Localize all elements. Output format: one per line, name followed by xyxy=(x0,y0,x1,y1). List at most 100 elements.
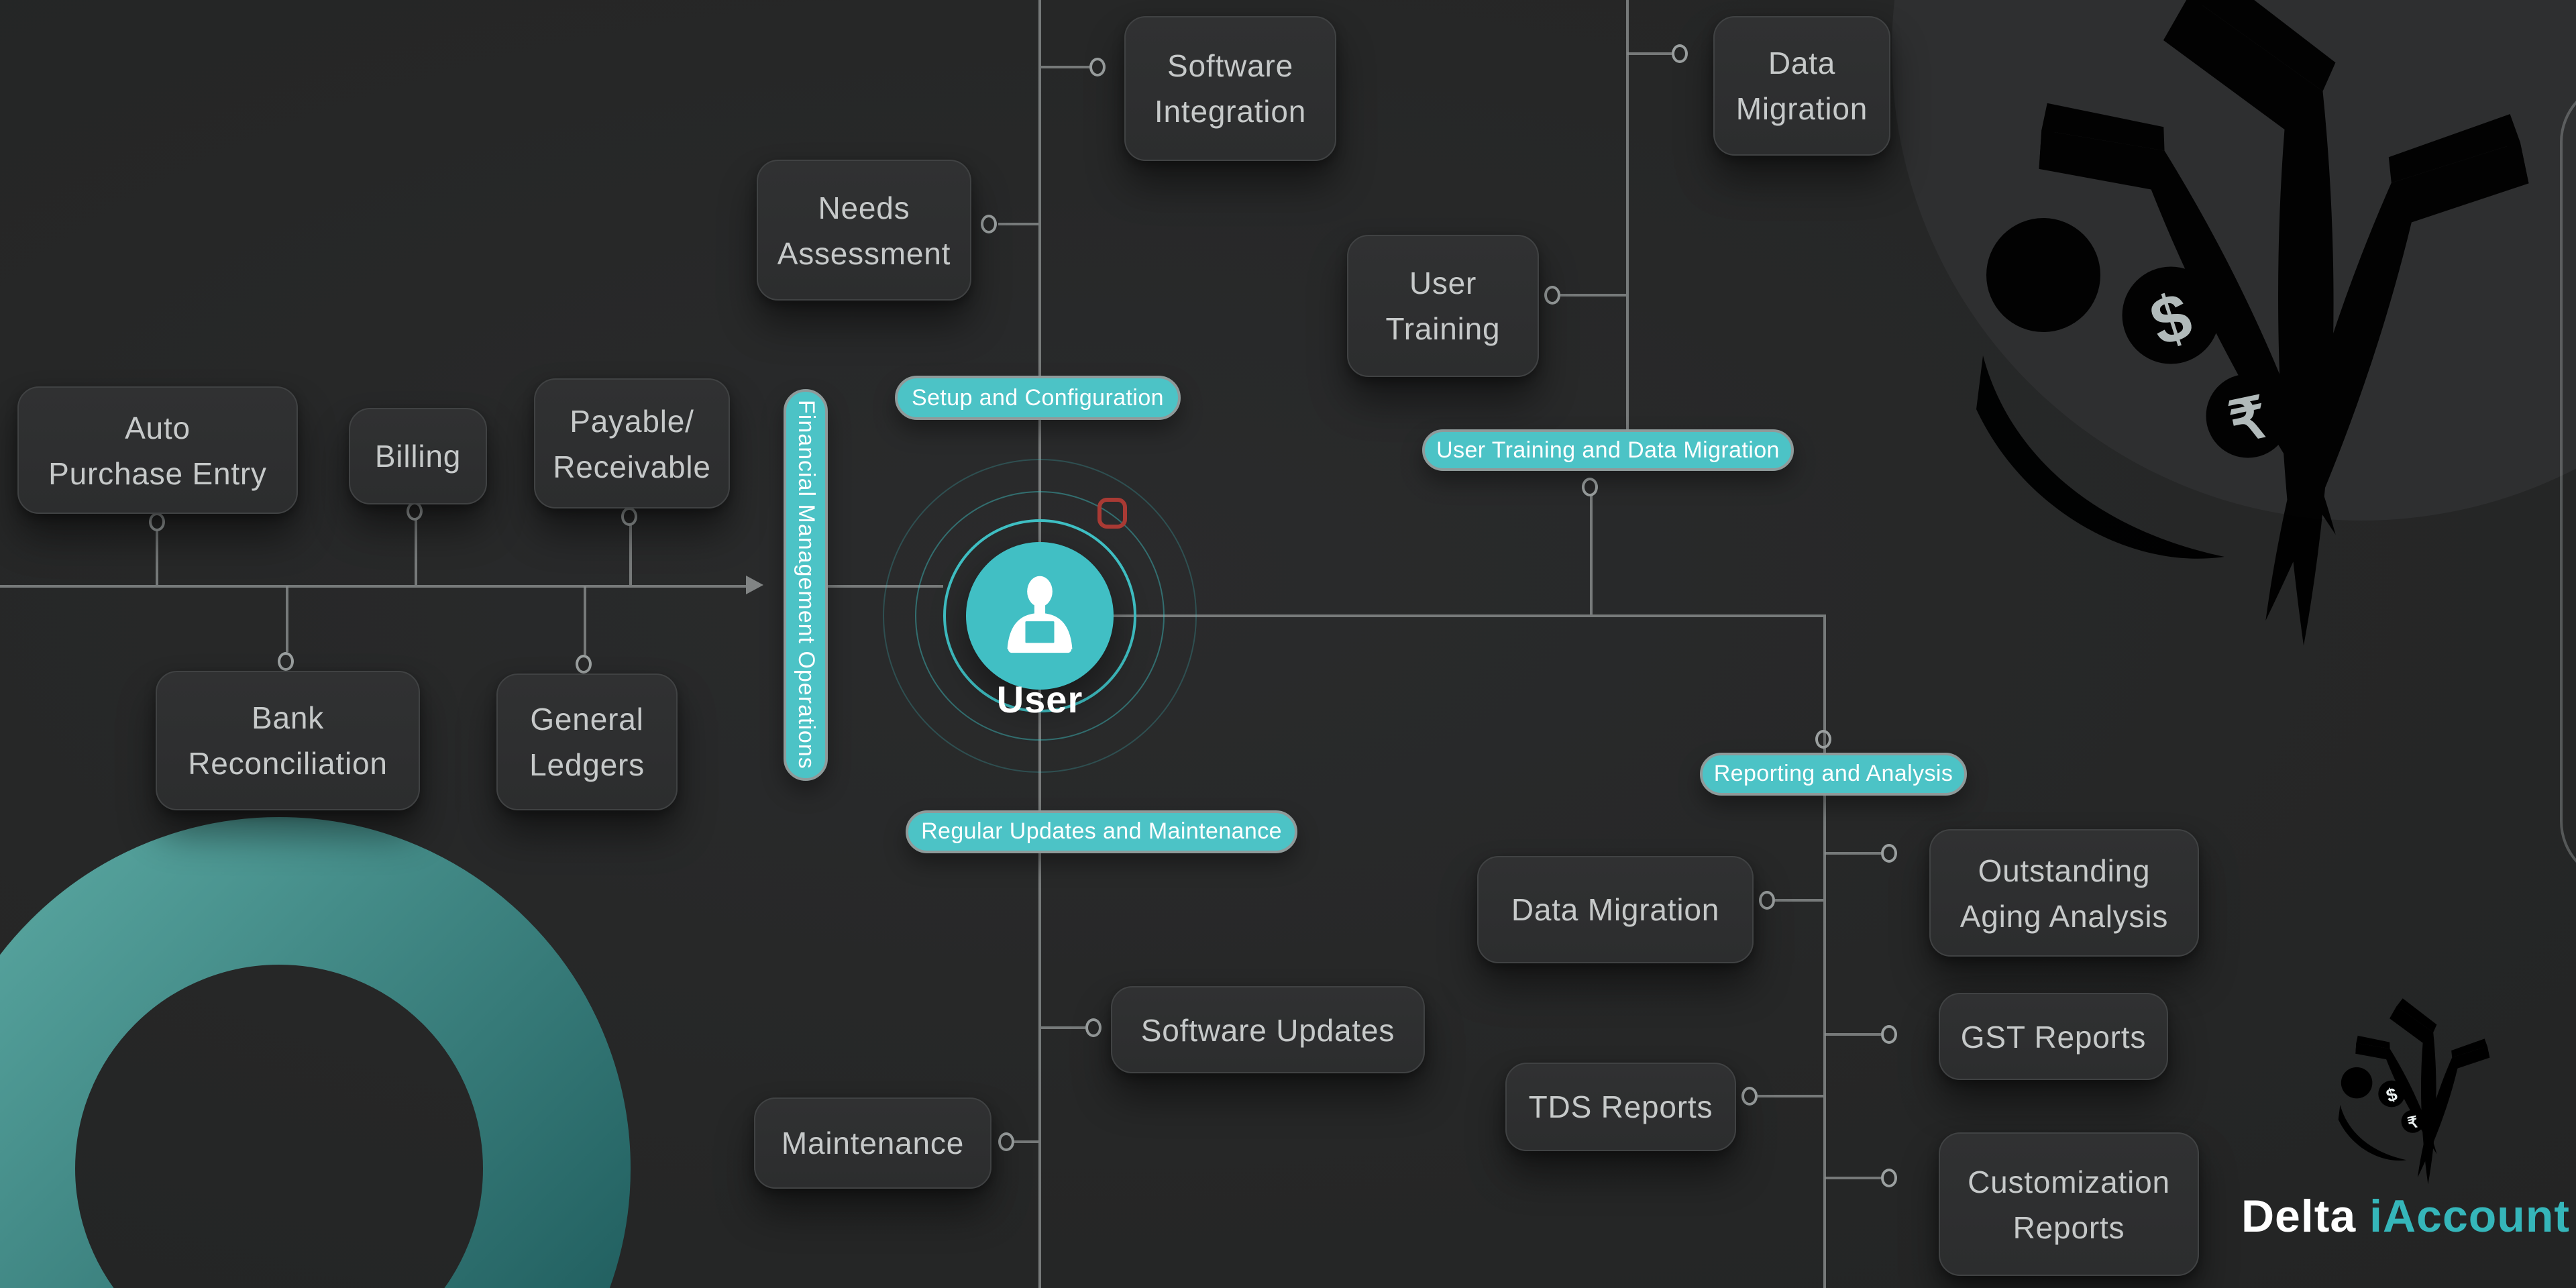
node-label: Payable/ xyxy=(570,403,694,438)
connector-dot xyxy=(981,215,997,233)
node-payable-receivable: Payable/ Receivable xyxy=(534,378,730,508)
node-general-ledgers: General Ledgers xyxy=(496,674,678,810)
connector-branch-tds xyxy=(1758,1095,1823,1097)
node-tds-reports: TDS Reports xyxy=(1505,1063,1736,1151)
brand-logo-graphic: $ ₹ xyxy=(2329,974,2513,1186)
node-label: Assessment xyxy=(777,235,951,270)
node-data-migration-top: Data Migration xyxy=(1713,16,1890,156)
connector-line-left-horizontal xyxy=(0,585,746,588)
node-label: Ledgers xyxy=(529,747,645,782)
node-auto-purchase-entry: Auto Purchase Entry xyxy=(17,386,298,514)
center-ring-middle xyxy=(915,491,1165,741)
node-outstanding-aging-analysis: Outstanding Aging Analysis xyxy=(1929,829,2199,957)
node-user-training: User Training xyxy=(1347,235,1539,377)
connector-branch-software-updates xyxy=(1041,1026,1085,1029)
connector-line-reporting-vertical xyxy=(1823,614,1826,1288)
node-billing: Billing xyxy=(349,408,487,504)
brand-watermark-graphic: $ ₹ xyxy=(1943,0,2576,651)
pill-label: Financial Management Operations xyxy=(794,400,819,770)
node-label: Bank xyxy=(251,700,325,735)
center-ring-outer xyxy=(883,459,1197,773)
connector-dot xyxy=(407,502,423,521)
user-avatar xyxy=(966,542,1114,690)
connector-dot xyxy=(1741,1087,1758,1106)
connector-line-center-right xyxy=(1040,614,1823,617)
node-needs-assessment: Needs Assessment xyxy=(757,160,971,301)
connector-dot xyxy=(1544,286,1560,305)
connector-dot xyxy=(1881,844,1897,863)
pill-reporting-and-analysis: Reporting and Analysis xyxy=(1700,753,1967,796)
person-at-laptop-icon xyxy=(1007,576,1073,653)
node-label: Data Migration xyxy=(1511,892,1720,927)
connector-dot xyxy=(278,652,294,671)
node-label: Migration xyxy=(1735,91,1868,126)
connector-dot xyxy=(621,507,637,526)
pill-regular-updates-and-maintenance: Regular Updates and Maintenance xyxy=(906,810,1297,853)
connector-branch-data-migration-top xyxy=(1627,52,1672,55)
brand-name-secondary: iAccount xyxy=(2369,1191,2571,1242)
connector-branch-customization xyxy=(1825,1177,1881,1179)
node-label: Aging Analysis xyxy=(1960,898,2169,933)
center-node-label: User xyxy=(996,679,1083,720)
red-marker-icon xyxy=(1097,498,1127,529)
connector-dot xyxy=(1881,1169,1897,1187)
node-maintenance: Maintenance xyxy=(754,1097,991,1189)
pill-label: Setup and Configuration xyxy=(912,384,1164,410)
node-label: Software xyxy=(1167,48,1293,83)
connector-branch-maintenance xyxy=(1014,1140,1038,1143)
connector-branch-user-training xyxy=(1560,294,1626,297)
connector-line-training-vertical xyxy=(1626,0,1629,429)
connector-dot xyxy=(149,513,165,531)
connector-dot xyxy=(1759,891,1775,910)
node-label: Needs xyxy=(818,190,910,225)
node-software-integration: Software Integration xyxy=(1124,16,1336,161)
node-label: TDS Reports xyxy=(1528,1089,1713,1124)
node-label: Integration xyxy=(1154,94,1307,129)
donut-ring-decoration xyxy=(0,817,631,1288)
pill-label: User Training and Data Migration xyxy=(1436,437,1780,462)
pill-user-training-and-data-migration: User Training and Data Migration xyxy=(1422,429,1794,471)
node-label: Software Updates xyxy=(1140,1012,1395,1047)
pill-label: Regular Updates and Maintenance xyxy=(921,818,1282,844)
node-label: Customization xyxy=(1968,1164,2170,1199)
connector-branch-needs-assessment xyxy=(998,223,1038,225)
connector-dot xyxy=(1582,478,1598,496)
connector-stub-bank-reconciliation xyxy=(286,586,288,652)
connector-dot xyxy=(998,1132,1014,1151)
node-label: Reconciliation xyxy=(188,746,388,781)
connector-dot xyxy=(1881,1025,1897,1044)
connector-branch-outstanding xyxy=(1825,852,1881,855)
node-software-updates: Software Updates xyxy=(1111,986,1425,1073)
connector-branch-software-integration xyxy=(1041,66,1089,68)
connector-dot xyxy=(1089,58,1106,76)
pill-setup-and-configuration: Setup and Configuration xyxy=(895,376,1181,420)
connector-stub-auto-purchase xyxy=(156,530,158,585)
node-label: Training xyxy=(1385,311,1501,346)
connector-branch-gst xyxy=(1825,1033,1881,1036)
brand-wordmark: Delta iAccount xyxy=(2211,1191,2576,1244)
pill-financial-management-operations: Financial Management Operations xyxy=(784,389,828,781)
node-label: General xyxy=(530,702,644,737)
node-data-migration-right: Data Migration xyxy=(1477,856,1754,963)
node-label: Auto xyxy=(125,410,191,445)
connector-dot xyxy=(1815,730,1831,749)
center-ring-inner xyxy=(943,519,1136,712)
node-label: User xyxy=(1409,266,1477,301)
connector-dot xyxy=(1672,44,1688,63)
connector-stub-billing xyxy=(415,519,417,585)
node-label: Reports xyxy=(2012,1210,2125,1244)
node-label: Data xyxy=(1768,46,1836,80)
node-label: Billing xyxy=(374,439,462,474)
pill-label: Reporting and Analysis xyxy=(1713,761,1953,786)
node-label: Receivable xyxy=(553,449,711,484)
connector-dot xyxy=(1085,1018,1102,1037)
node-bank-reconciliation: Bank Reconciliation xyxy=(156,671,420,810)
node-label: Maintenance xyxy=(781,1126,965,1161)
node-label: Outstanding xyxy=(1978,853,2151,888)
connector-stub-payable xyxy=(629,525,632,585)
rupee-icon: ₹ xyxy=(2406,1113,2420,1132)
node-customization-reports: Customization Reports xyxy=(1939,1132,2199,1276)
node-label: GST Reports xyxy=(1960,1019,2147,1054)
arrowhead-icon xyxy=(746,576,763,594)
